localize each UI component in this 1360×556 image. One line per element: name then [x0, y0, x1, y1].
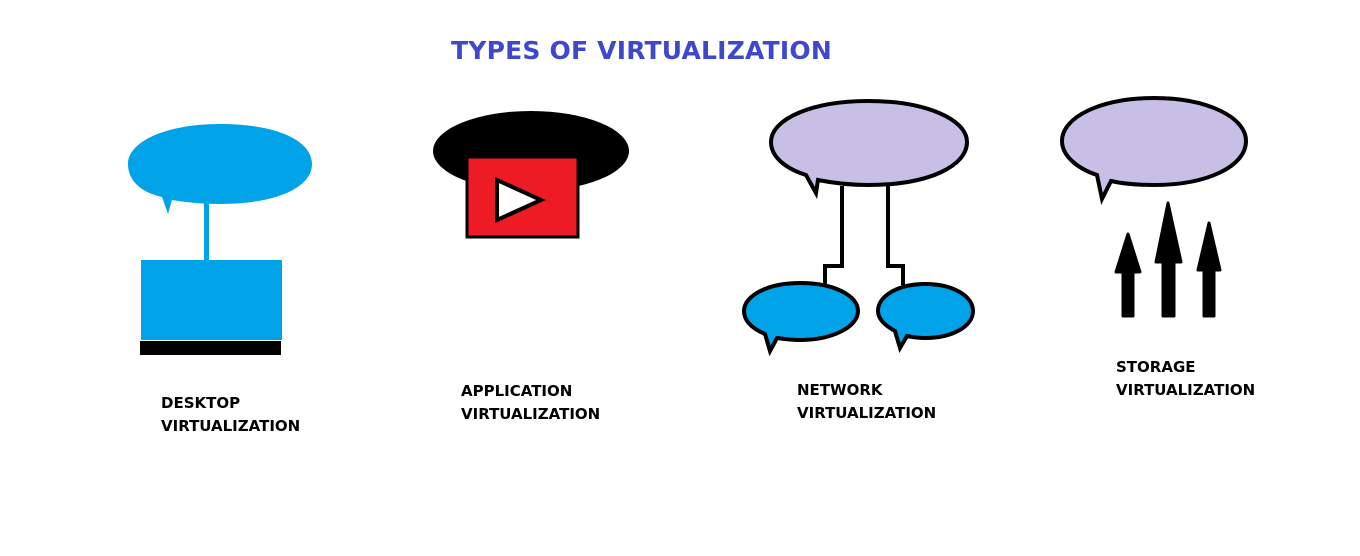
- label-line-1: NETWORK: [797, 381, 883, 399]
- label-line-2: VIRTUALIZATION: [1116, 381, 1256, 399]
- desktop-speech-bubble: [128, 124, 312, 214]
- storage-bubble: [1059, 95, 1249, 206]
- storage-arrow-right-icon: [1196, 221, 1222, 318]
- label-line-1: APPLICATION: [461, 382, 573, 400]
- label-line-1: STORAGE: [1116, 358, 1196, 376]
- network-bubbles-icon: [741, 98, 976, 357]
- label-line-2: VIRTUALIZATION: [461, 405, 601, 423]
- label-line-2: VIRTUALIZATION: [161, 417, 301, 435]
- label-line-2: VIRTUALIZATION: [797, 404, 937, 422]
- network-right-bubble: [875, 281, 976, 354]
- network-virtualization-label: NETWORK VIRTUALIZATION: [797, 379, 936, 425]
- desktop-monitor: [141, 260, 282, 340]
- storage-virtualization-label: STORAGE VIRTUALIZATION: [1116, 356, 1255, 402]
- play-video-icon: [433, 111, 629, 239]
- desktop-monitor-base: [140, 341, 281, 355]
- application-virtualization-label: APPLICATION VIRTUALIZATION: [461, 380, 600, 426]
- network-left-bubble: [741, 280, 861, 357]
- network-link-right: [886, 186, 905, 285]
- label-line-1: DESKTOP: [161, 394, 241, 412]
- upload-arrows-icon: [1059, 95, 1249, 318]
- diagram-title: TYPES OF VIRTUALIZATION: [451, 36, 832, 65]
- desktop-virtualization-label: DESKTOP VIRTUALIZATION: [161, 392, 300, 438]
- desktop-icon: [128, 124, 312, 355]
- network-main-bubble: [768, 98, 970, 200]
- storage-arrow-middle-icon: [1154, 201, 1183, 318]
- storage-arrow-left-icon: [1114, 232, 1142, 318]
- desktop-connector-line: [204, 200, 209, 262]
- network-link-left: [823, 186, 844, 285]
- play-triangle: [495, 176, 546, 224]
